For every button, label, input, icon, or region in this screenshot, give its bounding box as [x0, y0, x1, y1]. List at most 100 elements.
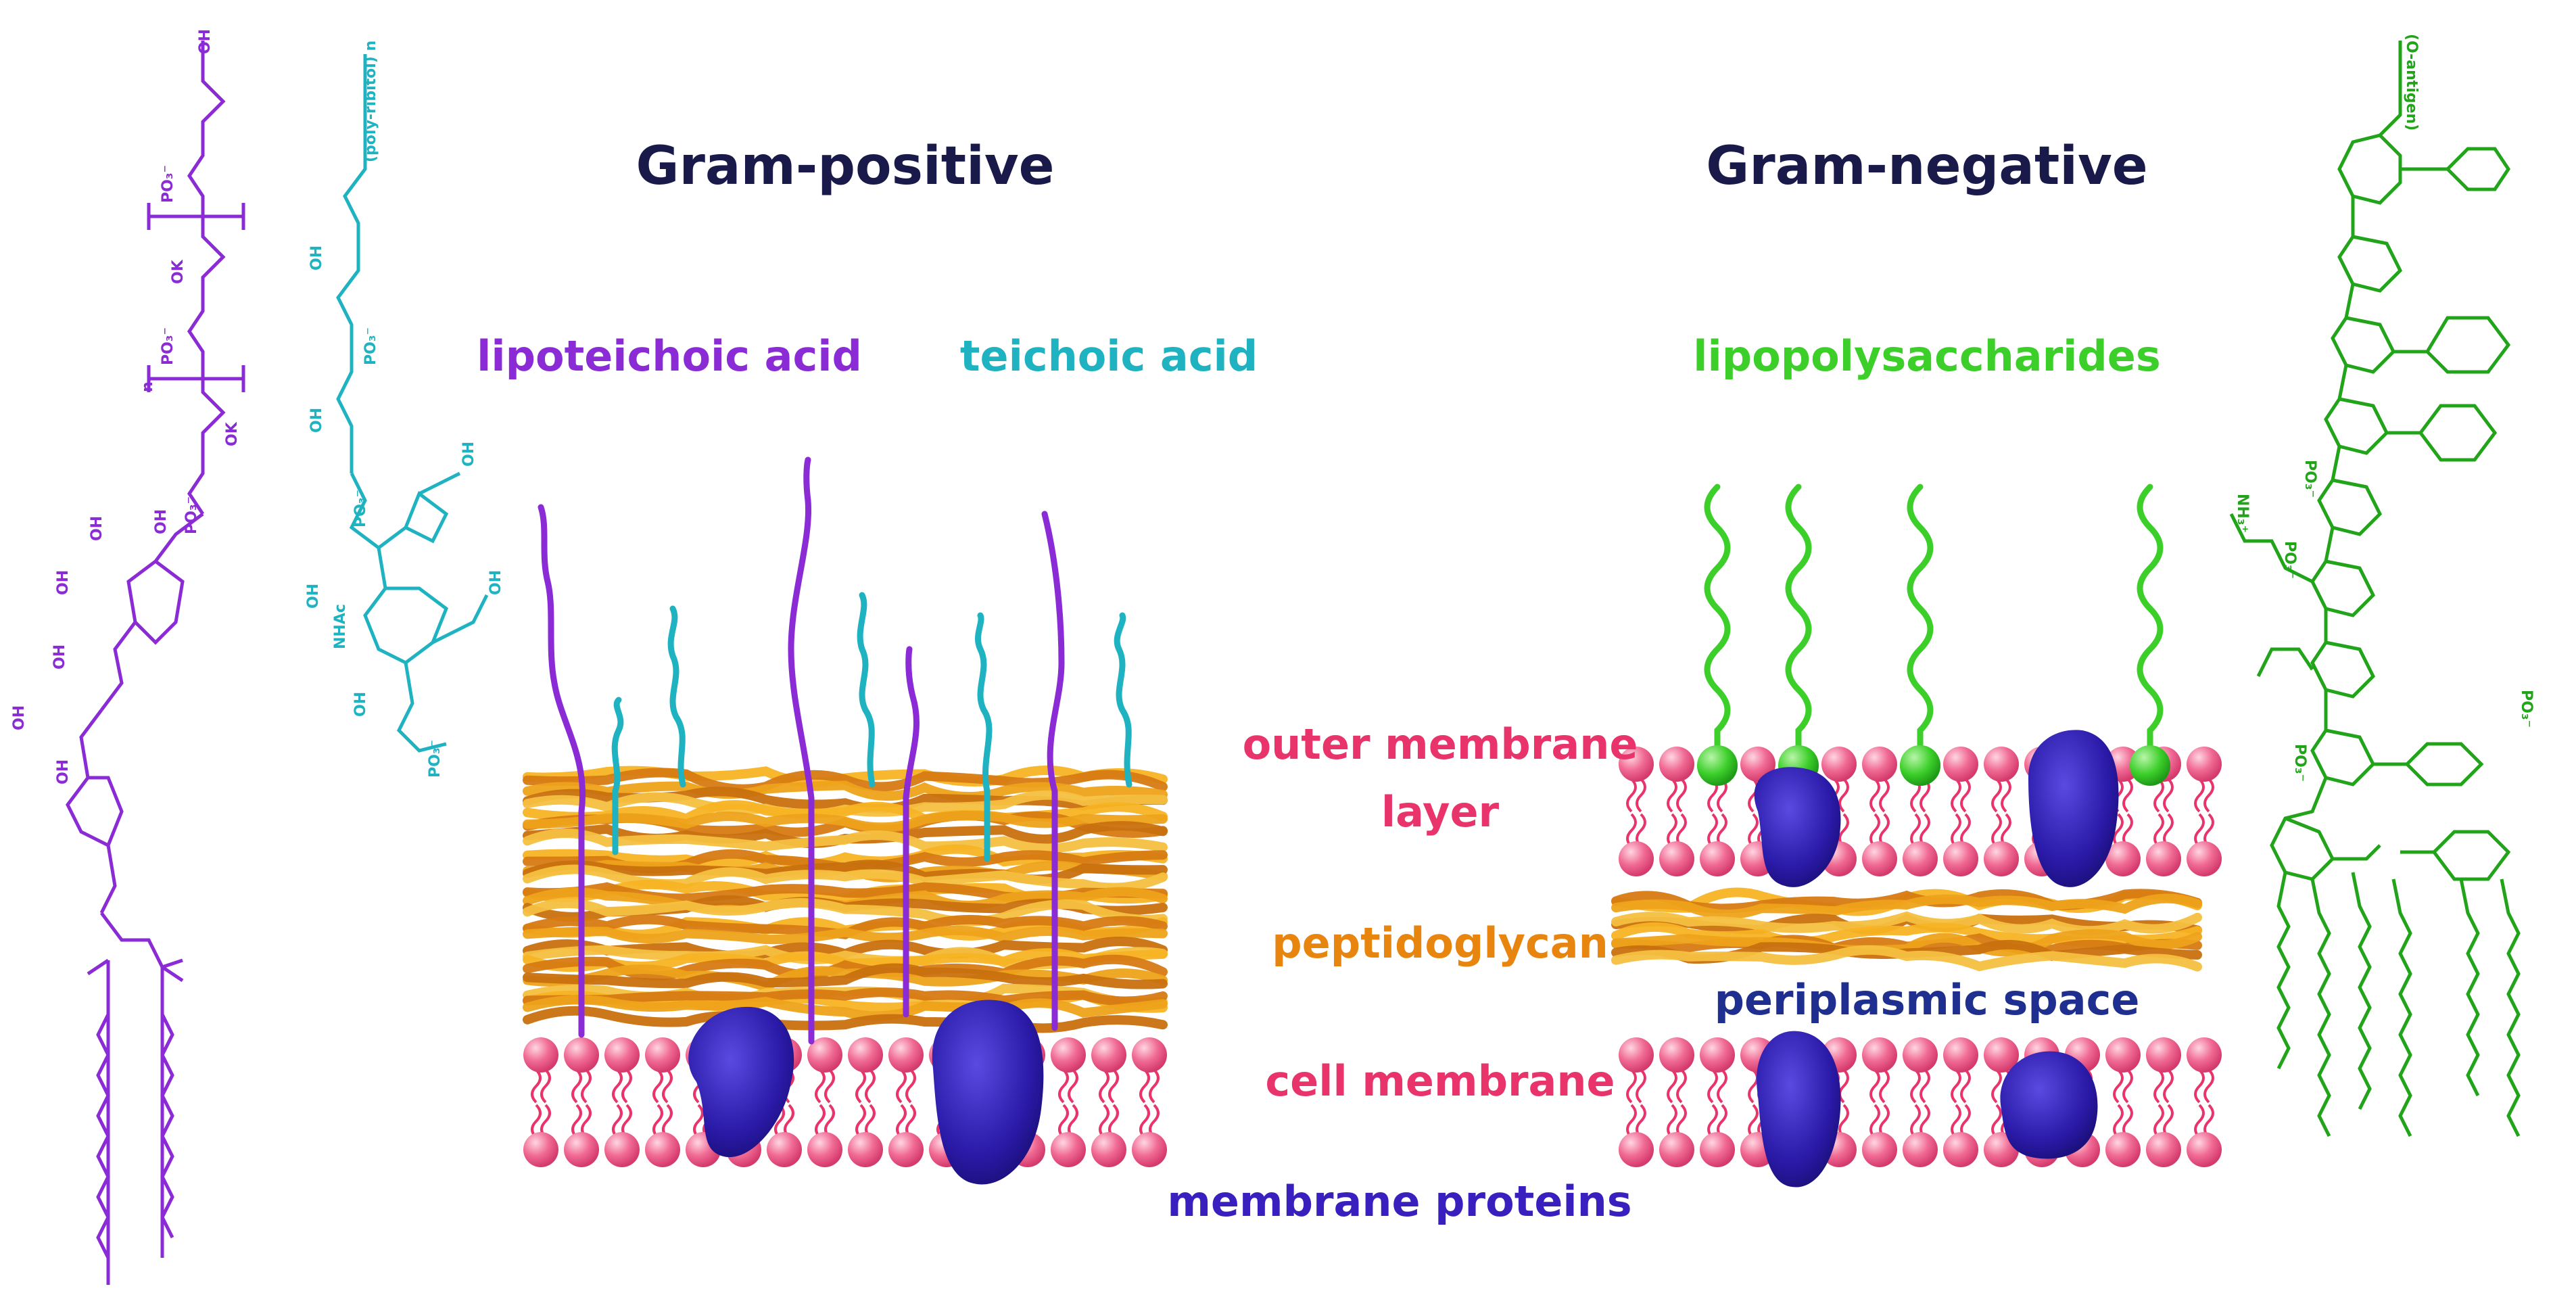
po3-label: PO₃⁻: [183, 496, 200, 534]
lipid-head: [2187, 747, 2222, 782]
oh-label: OH: [89, 516, 105, 541]
lipid-tail: [1991, 778, 2002, 813]
gram-positive-cell-membrane: [523, 1037, 1167, 1167]
lipid-head: [1862, 747, 1897, 782]
lipid-tail: [855, 1068, 866, 1104]
lipid-tail: [1910, 1104, 1921, 1139]
oh-label: OH: [460, 442, 477, 467]
teichoic-acid-label: teichoic acid: [960, 331, 1258, 381]
lipid-tail: [1717, 1068, 1727, 1104]
lipid-head: [1659, 1132, 1694, 1167]
lipid-tail: [2001, 778, 2011, 813]
oh-label: OH: [487, 570, 504, 595]
lipid-head: [1903, 841, 1938, 876]
lipid-tail: [1879, 1068, 1890, 1104]
lipoteichoic-chain: [903, 646, 920, 1018]
lipid-head: [1943, 747, 1978, 782]
lipid-head: [2187, 1037, 2222, 1073]
lipid-head: [1821, 747, 1857, 782]
lipoteichoic-chain: [538, 504, 586, 1038]
lipid-head: [1132, 1037, 1167, 1073]
lipid-head: [1862, 1132, 1897, 1167]
lipid-tail: [621, 1068, 632, 1104]
lipid-head: [564, 1132, 599, 1167]
lipid-tail: [865, 1068, 876, 1104]
lipid-head: [564, 1037, 599, 1073]
lipid-tail: [1991, 813, 2002, 848]
lipid-head: [1091, 1037, 1126, 1073]
lipid-head: [1051, 1132, 1086, 1167]
lipoteichoic-acid-label: lipoteichoic acid: [477, 331, 862, 381]
lipid-tail: [1869, 1068, 1880, 1104]
po3-label: PO₃⁻: [160, 327, 176, 365]
lps-atom-labels: (O-antigen) PO₃⁻ PO₃⁻ NH₃⁺ PO₃⁻ PO₃⁻: [2234, 34, 2535, 782]
lipid-head: [1700, 1037, 1735, 1073]
lipid-tail: [1667, 1104, 1677, 1139]
lipid-tail: [1910, 813, 1921, 848]
lipid-tail: [581, 1068, 592, 1104]
lipid-tail: [1869, 813, 1880, 848]
lipid-tail: [2194, 778, 2205, 813]
lipid-head: [1659, 841, 1694, 876]
lipid-tail: [1626, 1104, 1637, 1139]
lipid-tail: [1951, 1068, 1961, 1104]
lps-structure: [2229, 41, 2521, 1137]
peptidoglycan-strand: [523, 768, 1168, 794]
lps-chain: [1785, 484, 1812, 768]
gram-negative-cell-membrane: [1619, 1037, 2222, 1167]
lipid-tail: [1869, 1104, 1880, 1139]
lipid-tail: [1960, 778, 1971, 813]
peptidoglycan-strand: [523, 995, 1168, 1021]
lipid-tail: [1748, 778, 1759, 813]
lipid-tail: [1869, 778, 1880, 813]
lps-chain: [2137, 484, 2164, 768]
lipid-head: [1132, 1132, 1167, 1167]
lipid-head: [1700, 841, 1735, 876]
lipoteichoic-chain: [1041, 511, 1065, 1031]
lipid-tail: [2203, 1068, 2214, 1104]
lipid-head: [604, 1132, 640, 1167]
lps-head: [1697, 745, 1738, 786]
lipid-tail: [2194, 1068, 2205, 1104]
lipid-tail: [2203, 778, 2214, 813]
lipid-tail: [1919, 1068, 1930, 1104]
peptidoglycan-strand: [523, 925, 1168, 945]
lipid-head: [1862, 1037, 1897, 1073]
lipid-tail: [1676, 778, 1687, 813]
oh-label: OH: [11, 705, 28, 730]
lipid-tail: [1626, 813, 1637, 848]
lipid-tail: [2194, 1104, 2205, 1139]
lipid-tail: [2153, 1104, 2164, 1139]
lipid-tail: [1108, 1068, 1119, 1104]
lipid-tail: [1676, 1068, 1687, 1104]
peptidoglycan-strand: [523, 898, 1168, 926]
lipid-tail: [1636, 1068, 1646, 1104]
lipid-head: [848, 1037, 883, 1073]
gram-positive-proteins: [688, 1000, 1044, 1185]
lipid-tail: [1707, 813, 1718, 848]
peptidoglycan-strand: [523, 811, 1168, 832]
lipid-tail: [1707, 1104, 1718, 1139]
lipid-tail: [1139, 1068, 1150, 1104]
ok-label: OK: [224, 421, 241, 446]
lipid-tail: [2163, 778, 2174, 813]
lipid-tail: [571, 1068, 582, 1104]
membrane-protein: [688, 1006, 794, 1158]
nhac-label: NHAc: [332, 604, 349, 649]
lipid-tail: [1838, 1068, 1849, 1104]
lipid-tail: [2113, 813, 2124, 848]
lipid-tail: [540, 1068, 551, 1104]
teichoic-end-label: (poly-ribitol) n: [362, 41, 379, 162]
lipid-tail: [1748, 813, 1759, 848]
lipid-head: [1943, 841, 1978, 876]
peptidoglycan-strand: [1611, 893, 2202, 920]
lps-chain: [1907, 484, 1934, 768]
lipid-tail: [1667, 778, 1677, 813]
oh-label: OH: [308, 245, 325, 271]
gram-negative-inner-proteins: [1757, 1031, 2098, 1188]
lipid-head: [2187, 1132, 2222, 1167]
po3-label: PO₃⁻: [2518, 690, 2535, 728]
lipid-head: [807, 1132, 842, 1167]
lipid-tail: [571, 1104, 582, 1139]
lipid-tail: [896, 1068, 907, 1104]
